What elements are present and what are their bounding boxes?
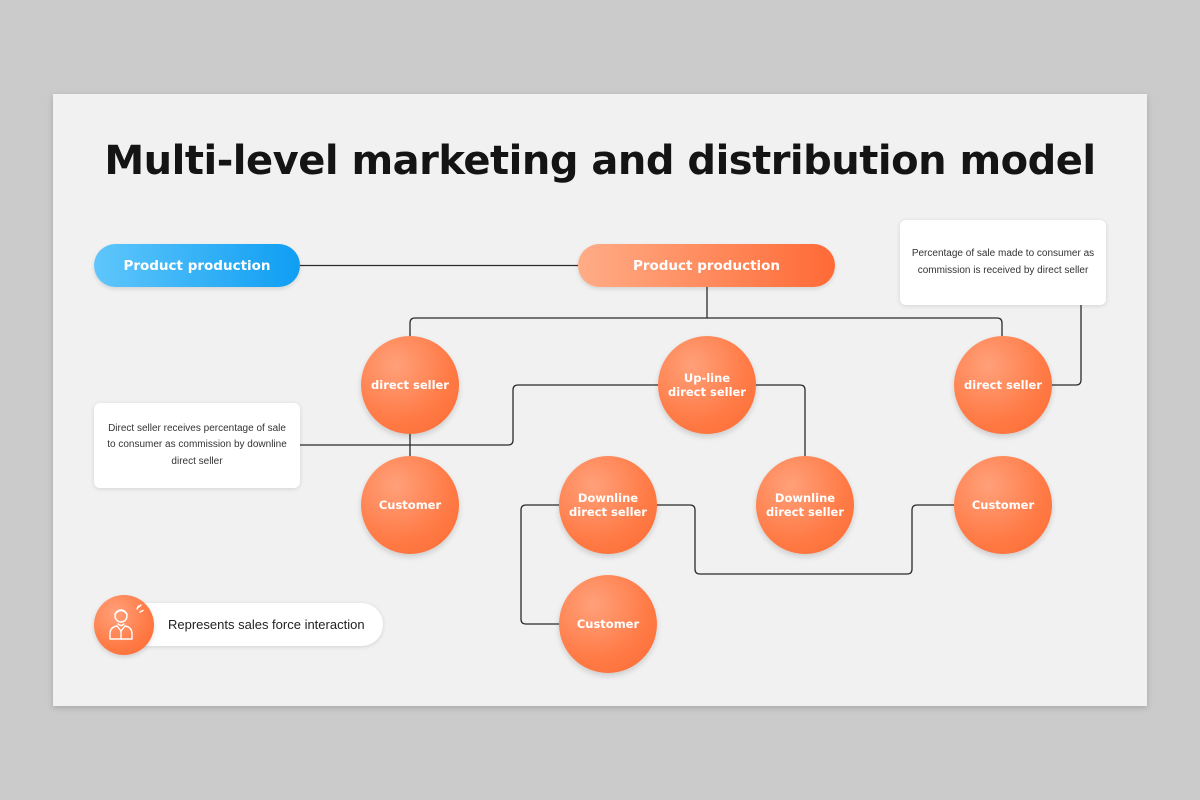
node-downline-direct-seller-2: Downline direct seller bbox=[756, 456, 854, 554]
node-direct-seller-left: direct seller bbox=[361, 336, 459, 434]
node-upline-direct-seller: Up-line direct seller bbox=[658, 336, 756, 434]
legend-label: Represents sales force interaction bbox=[168, 617, 365, 632]
connector-note-right bbox=[1051, 305, 1082, 386]
product-production-pill-orange: Product production bbox=[578, 244, 835, 287]
connector-downline-customer-right bbox=[657, 504, 954, 575]
product-production-pill-blue: Product production bbox=[94, 244, 300, 287]
connector-downline-customer bbox=[520, 504, 559, 625]
connector-note-left bbox=[300, 384, 658, 446]
commission-note-right: Percentage of sale made to consumer as c… bbox=[900, 220, 1106, 305]
node-downline-direct-seller-1: Downline direct seller bbox=[559, 456, 657, 554]
salesperson-icon bbox=[94, 595, 154, 655]
node-customer-right: Customer bbox=[954, 456, 1052, 554]
node-direct-seller-right: direct seller bbox=[954, 336, 1052, 434]
legend-pill: Represents sales force interaction bbox=[120, 603, 383, 646]
node-customer-bottom: Customer bbox=[559, 575, 657, 673]
node-customer-left: Customer bbox=[361, 456, 459, 554]
page-title: Multi-level marketing and distribution m… bbox=[104, 138, 1096, 184]
connector-upline-downline bbox=[756, 384, 806, 456]
commission-note-left: Direct seller receives percentage of sal… bbox=[94, 403, 300, 488]
connector-production-to-sellers bbox=[409, 287, 1003, 336]
